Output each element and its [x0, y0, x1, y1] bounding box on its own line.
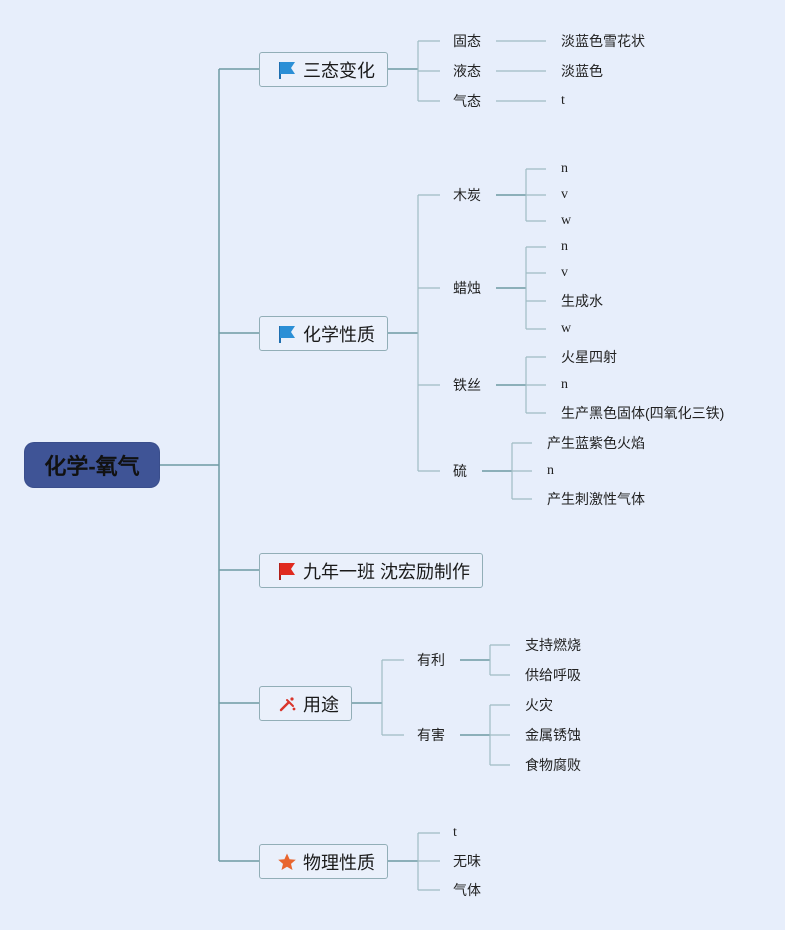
- leaf-topic[interactable]: v: [561, 187, 568, 202]
- topic-uses[interactable]: 用途: [259, 686, 352, 721]
- leaf-topic[interactable]: v: [561, 265, 568, 280]
- leaf-topic[interactable]: 产生刺激性气体: [547, 491, 645, 507]
- leaf-topic[interactable]: 生产黑色固体(四氧化三铁): [561, 405, 725, 421]
- leaf-topic[interactable]: w: [561, 213, 572, 228]
- subtopic[interactable]: 硫: [453, 463, 467, 479]
- topic-label: 三态变化: [303, 60, 375, 81]
- topic-three-states[interactable]: 三态变化: [259, 52, 388, 87]
- topic-label: 物理性质: [303, 852, 375, 873]
- leaf-topic[interactable]: 食物腐败: [525, 757, 581, 773]
- subtopic[interactable]: 气态: [453, 93, 481, 109]
- star-icon: [277, 852, 297, 872]
- leaf-topic[interactable]: 支持燃烧: [525, 637, 581, 653]
- red-flag-icon: [277, 561, 297, 581]
- root-topic[interactable]: 化学-氧气: [25, 443, 159, 487]
- leaf-topic[interactable]: w: [561, 321, 572, 336]
- root-topic-label: 化学-氧气: [44, 454, 140, 479]
- tools-icon: [277, 694, 297, 714]
- subtopic[interactable]: 木炭: [453, 187, 481, 203]
- leaf-topic[interactable]: 淡蓝色雪花状: [561, 33, 645, 49]
- subtopic[interactable]: 液态: [453, 63, 481, 79]
- leaf-topic[interactable]: t: [561, 93, 565, 108]
- leaf-topic[interactable]: 火灾: [525, 697, 553, 713]
- subtopic[interactable]: 固态: [453, 33, 481, 49]
- leaf-topic[interactable]: n: [561, 239, 568, 254]
- topic-physical-properties[interactable]: 物理性质: [259, 844, 388, 879]
- leaf-topic[interactable]: n: [561, 161, 568, 176]
- leaf-topic[interactable]: 火星四射: [561, 349, 617, 365]
- topic-author-note[interactable]: 九年一班 沈宏励制作: [259, 553, 483, 588]
- topic-label: 用途: [303, 694, 339, 715]
- leaf-topic[interactable]: n: [547, 463, 554, 478]
- subtopic[interactable]: 蜡烛: [453, 280, 481, 296]
- leaf-topic[interactable]: 产生蓝紫色火焰: [547, 435, 645, 451]
- blue-flag-icon: [277, 324, 297, 344]
- subtopic[interactable]: 有害: [417, 727, 445, 743]
- subtopic[interactable]: 有利: [417, 652, 445, 668]
- leaf-topic[interactable]: 供给呼吸: [525, 667, 581, 683]
- leaf-topic[interactable]: n: [561, 377, 568, 392]
- subtopic[interactable]: t: [453, 825, 457, 840]
- subtopic[interactable]: 铁丝: [453, 377, 481, 393]
- topic-chemical-properties[interactable]: 化学性质: [259, 316, 388, 351]
- leaf-topic[interactable]: 生成水: [561, 293, 603, 309]
- topic-label: 化学性质: [303, 324, 375, 345]
- leaf-topic[interactable]: 金属锈蚀: [525, 727, 581, 743]
- subtopic[interactable]: 无味: [453, 853, 481, 869]
- subtopic[interactable]: 气体: [453, 882, 481, 898]
- topic-label: 九年一班 沈宏励制作: [303, 561, 471, 582]
- blue-flag-icon: [277, 60, 297, 80]
- leaf-topic[interactable]: 淡蓝色: [561, 63, 603, 79]
